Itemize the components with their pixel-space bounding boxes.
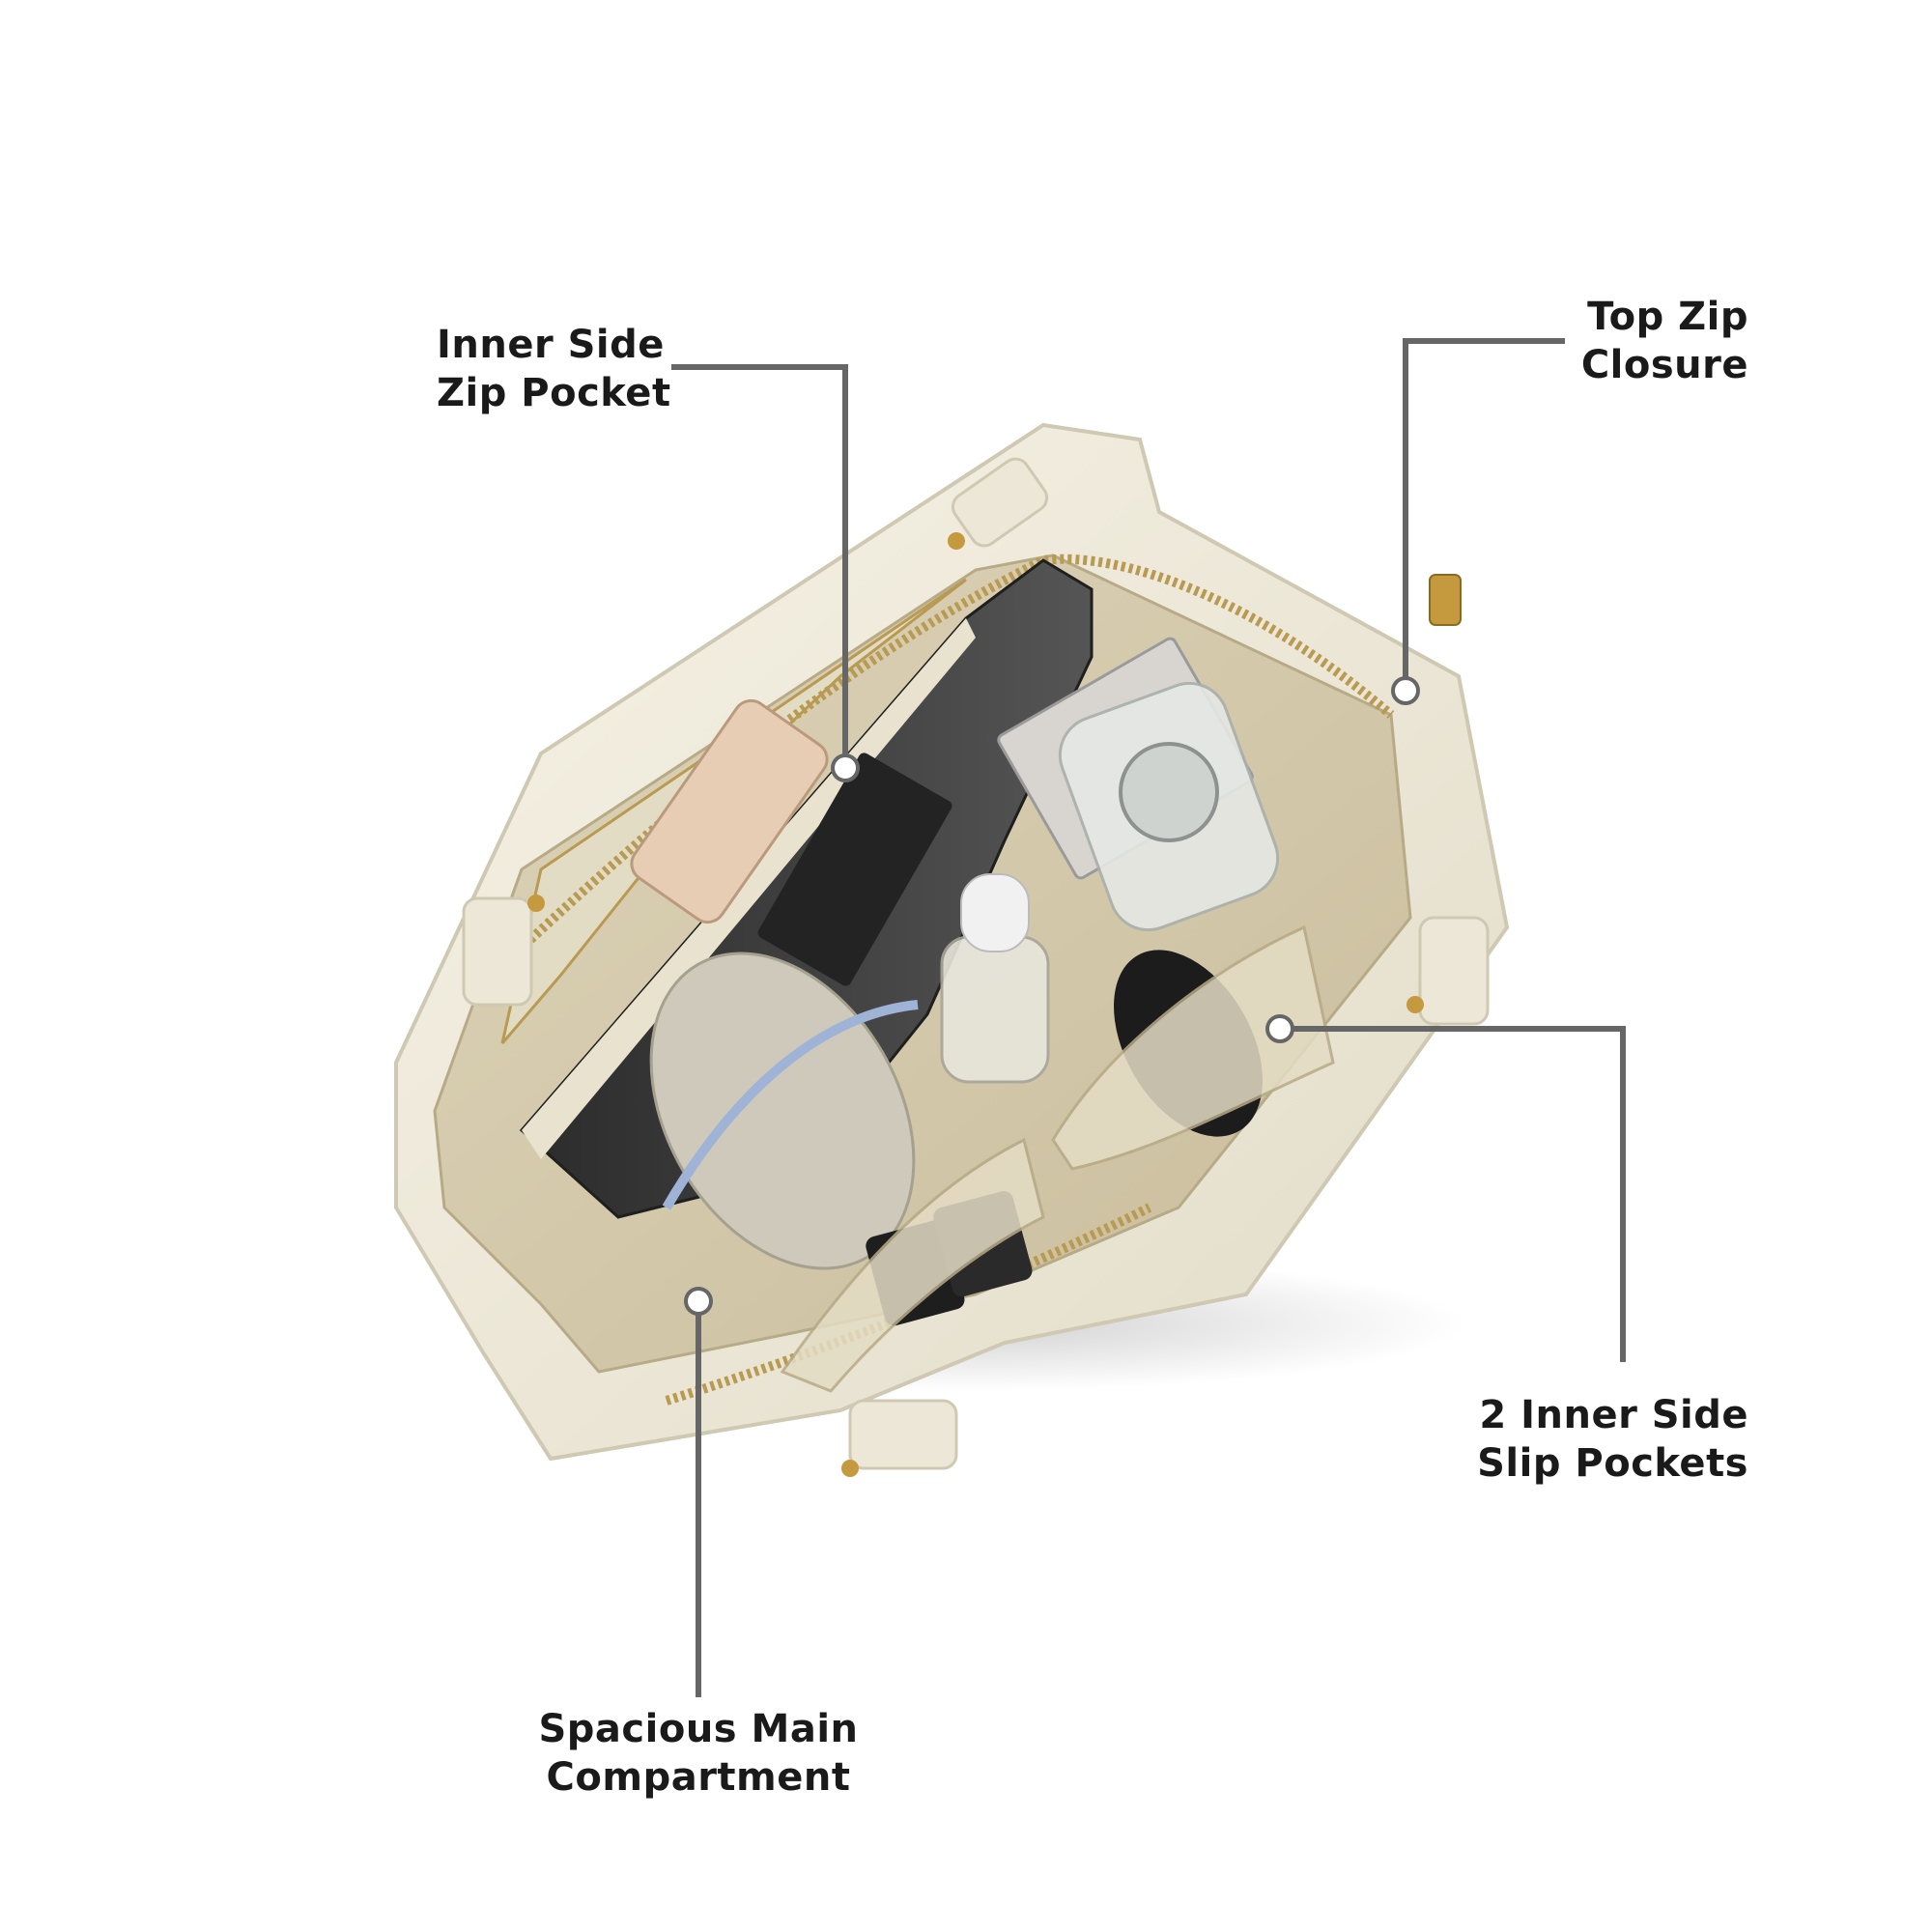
callout-dot-top-zip (1391, 676, 1420, 705)
gold-ring-1 (948, 532, 965, 550)
leader-line-top-zip (1403, 338, 1565, 691)
callout-line: Compartment (546, 1755, 851, 1800)
slip-pocket-flap-left (780, 1137, 1045, 1393)
callout-label-top-zip-closure: Top Zip Closure (1546, 293, 1748, 389)
callout-dot-zip-pocket (831, 753, 860, 782)
callout-line: Closure (1580, 343, 1748, 387)
callout-label-spacious-main-compartment: Spacious Main Compartment (517, 1705, 880, 1802)
zip-pull (1429, 574, 1462, 626)
callout-line: Inner Side (437, 323, 665, 367)
gold-ring-2 (527, 895, 545, 912)
gold-ring-3 (1406, 996, 1424, 1013)
coin-pouch (649, 952, 916, 1270)
callout-dot-slip-pockets (1265, 1014, 1294, 1043)
small-bottle-cap (960, 873, 1030, 952)
leader-lines (671, 338, 1626, 1697)
callout-label-inner-side-zip-pocket: Inner Side Zip Pocket (437, 321, 671, 417)
callout-line: Top Zip (1587, 295, 1748, 339)
top-zipper-track (498, 554, 1395, 970)
handle-tab-top-left (951, 457, 1049, 548)
gold-ring-4 (841, 1460, 859, 1477)
callout-line: Zip Pocket (437, 371, 671, 415)
coin-pouch-zip (662, 1000, 919, 1210)
leader-line-slip-pockets (1280, 1026, 1626, 1362)
callout-dot-main-compartment (684, 1287, 713, 1316)
callout-line: 2 Inner Side (1479, 1393, 1748, 1437)
organizer-strap (757, 753, 952, 986)
callout-dots (684, 676, 1420, 1316)
callout-line: Slip Pockets (1477, 1441, 1748, 1486)
callout-label-inner-side-slip-pockets: 2 Inner Side Slip Pockets (1439, 1391, 1748, 1488)
callout-line: Spacious Main (538, 1707, 859, 1751)
bag (394, 422, 1510, 1477)
perfume-cap (1119, 742, 1219, 842)
handle-tab-left (462, 896, 533, 1007)
small-bottle (940, 935, 1050, 1084)
phone (630, 698, 829, 924)
handle-tab-right (1418, 916, 1490, 1026)
handle-tab-bottom (848, 1399, 958, 1470)
leader-line-zip-pocket (671, 364, 848, 768)
slip-pocket-flap-right (1051, 924, 1335, 1171)
